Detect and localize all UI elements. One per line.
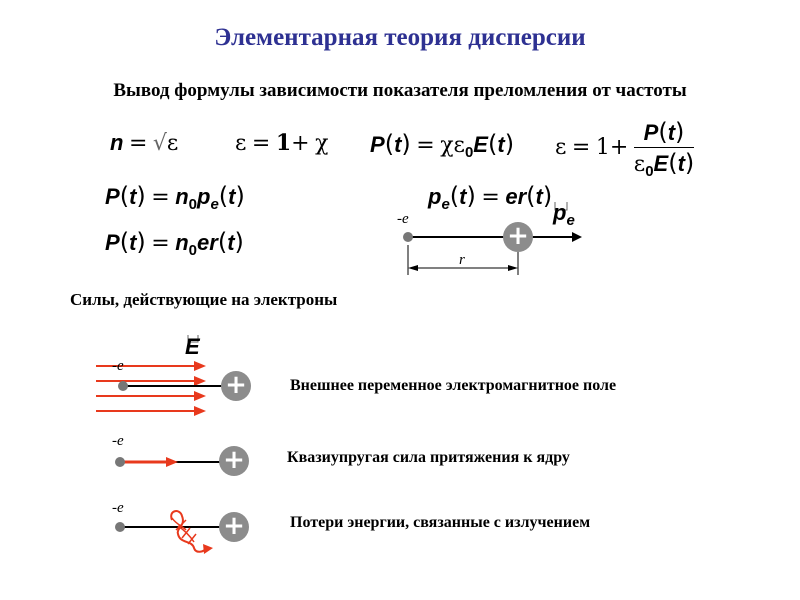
electron-label-top: -e bbox=[397, 211, 409, 227]
force3-electron-label: -e bbox=[112, 500, 124, 516]
force1-description: Внешнее переменное электромагнитное поле bbox=[290, 377, 617, 394]
field-lines bbox=[96, 361, 206, 416]
nucleus-top: + bbox=[503, 222, 533, 252]
fraction: P(t) ε0E(t) bbox=[633, 118, 695, 180]
formula-n-sqrt-eps: n = √ε bbox=[110, 130, 179, 156]
force3-nucleus: + bbox=[219, 512, 249, 542]
formula-eps-fraction: ε = 1+ P(t) ε0E(t) bbox=[555, 118, 695, 180]
force2-nucleus: + bbox=[219, 446, 249, 476]
force1-electron-label: -e bbox=[112, 358, 124, 374]
distance-label: r bbox=[459, 252, 465, 268]
force2-arrowhead bbox=[166, 457, 178, 467]
formula-P-n0-er: P(t) = n0er(t) bbox=[105, 228, 244, 259]
field-vector-accent bbox=[187, 335, 199, 343]
radiation-squiggle-icon bbox=[170, 510, 213, 554]
formula-pe-er: pe(t) = er(t) bbox=[428, 182, 553, 213]
electron-dot-1 bbox=[118, 381, 128, 391]
electron-dot-3 bbox=[115, 522, 125, 532]
formula-P-n0-pe: P(t) = n0pe(t) bbox=[105, 182, 245, 213]
force3-description: Потери энергии, связанные с излучением bbox=[290, 514, 591, 531]
electron-dot-2 bbox=[115, 457, 125, 467]
dimension-arrow-right bbox=[508, 265, 518, 271]
force2-description: Квазиупругая сила притяжения к ядру bbox=[287, 449, 570, 466]
force1-nucleus: + bbox=[221, 371, 251, 401]
force2-electron-label: -e bbox=[112, 433, 124, 449]
dipole-arrowhead bbox=[572, 232, 582, 242]
formula-eps-chi: ε = 1+ χ bbox=[235, 130, 329, 156]
electron-dot-top bbox=[403, 232, 413, 242]
slide-title: Элементарная теория дисперсии bbox=[214, 24, 586, 51]
dimension-arrow-left bbox=[408, 265, 418, 271]
vector-accent bbox=[554, 202, 568, 211]
slide-subtitle: Вывод формулы зависимости показателя пре… bbox=[113, 80, 687, 101]
field-vector-label: E bbox=[185, 334, 200, 359]
formula-P-chi-E: P(t) = χε0E(t) bbox=[370, 130, 515, 161]
dipole-vector-label: pe bbox=[553, 200, 575, 229]
section-forces-heading: Силы, действующие на электроны bbox=[70, 290, 338, 309]
